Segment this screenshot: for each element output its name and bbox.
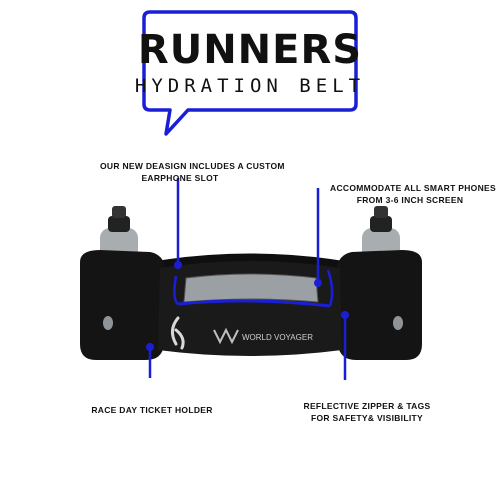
earphone-cable bbox=[171, 316, 185, 350]
brand-name: WORLD VOYAGER bbox=[242, 333, 313, 342]
title-sub: HYDRATION BELT bbox=[134, 75, 366, 97]
callout-phones-line1: ACCOMMODATE ALL SMART PHONES bbox=[330, 183, 496, 193]
left-reflective-tag bbox=[103, 316, 113, 330]
callout-zipper: REFLECTIVE ZIPPER & TAGS FOR SAFETY& VIS… bbox=[292, 400, 442, 424]
right-reflective-tag bbox=[393, 316, 403, 330]
title-main: RUNNERS bbox=[137, 27, 363, 73]
callout-earphone: OUR NEW DEASIGN INCLUDES A CUSTOM EARPHO… bbox=[100, 160, 285, 184]
callout-ticket: RACE DAY TICKET HOLDER bbox=[82, 404, 222, 416]
callout-phones-line2: FROM 3-6 INCH SCREEN bbox=[356, 195, 464, 205]
phone-window bbox=[183, 273, 319, 303]
callout-earphone-line1: OUR NEW DEASIGN INCLUDES A CUSTOM bbox=[100, 161, 285, 171]
callout-ticket-line1: RACE DAY TICKET HOLDER bbox=[91, 405, 213, 415]
blue-zipper bbox=[177, 299, 331, 308]
right-bottle-pouch bbox=[336, 250, 422, 360]
callout-zipper-line1: REFLECTIVE ZIPPER & TAGS bbox=[303, 401, 431, 411]
callout-phones: ACCOMMODATE ALL SMART PHONES FROM 3-6 IN… bbox=[330, 182, 496, 206]
left-bottle-pouch bbox=[80, 250, 166, 360]
callout-zipper-line2: FOR SAFETY& VISIBILITY bbox=[311, 413, 423, 423]
callout-earphone-line2: EARPHONE SLOT bbox=[141, 173, 219, 183]
speech-bubble bbox=[142, 10, 358, 136]
brand-logo bbox=[213, 327, 239, 345]
